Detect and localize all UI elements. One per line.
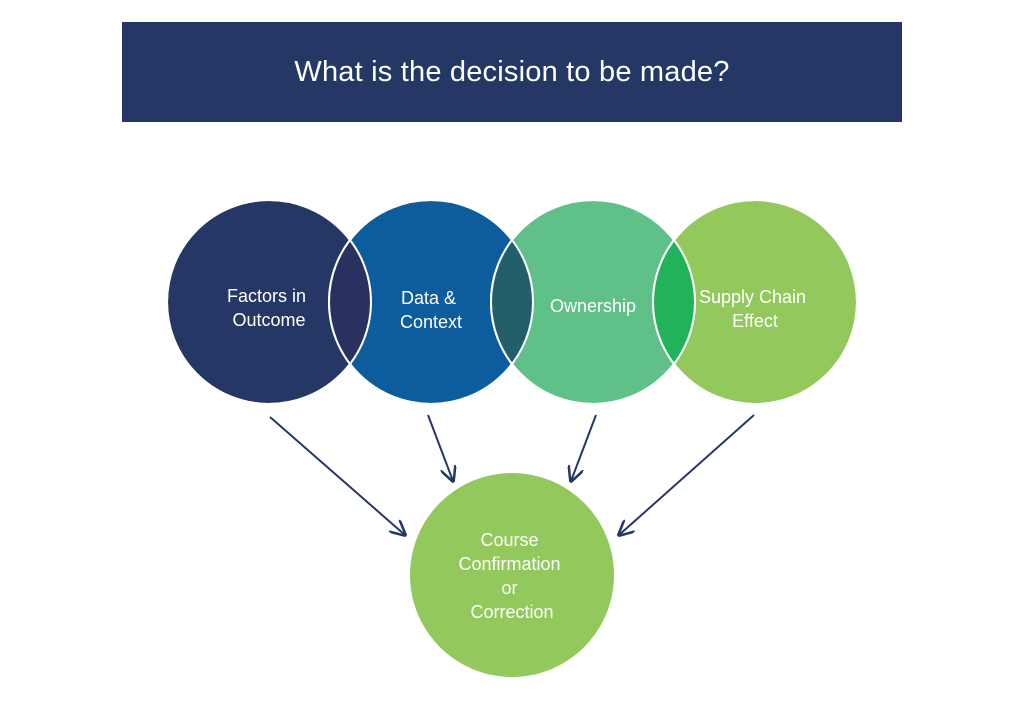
page-title: What is the decision to be made? [294,55,730,88]
title-banner: What is the decision to be made? [122,22,902,122]
arrow-data-to-result [427,414,453,481]
arrow-factors-to-result [269,416,405,535]
circle-course-confirmation-or-correction [410,473,614,677]
circle-outline [490,199,696,405]
circle-outline [652,199,858,405]
label-supply-chain-effect: Supply Chain Effect [699,287,811,331]
label-ownership: Ownership [550,296,636,316]
circle-outline [328,199,534,405]
label-course-confirmation-or-correction: Course Confirmation or Correction [458,530,565,622]
label-factors-in-outcome: Factors in Outcome [227,286,311,330]
arrow-ownership-to-result [571,414,597,481]
arrow-supply-to-result [619,414,755,535]
label-data-and-context: Data & Context [400,288,462,332]
circle-outline [166,199,372,405]
